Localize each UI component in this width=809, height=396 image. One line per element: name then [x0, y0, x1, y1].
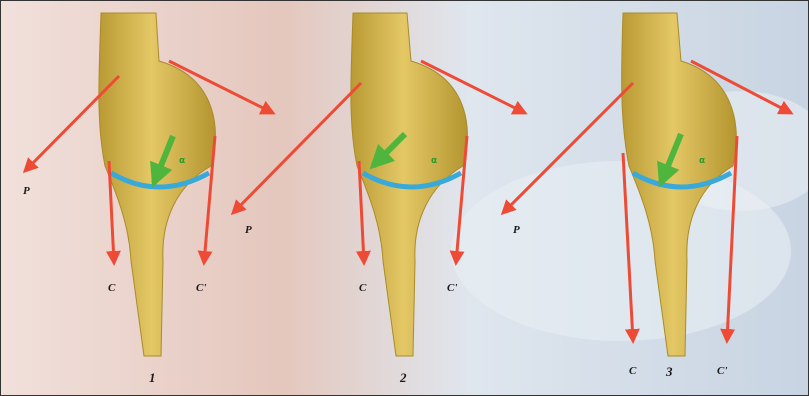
alpha-label: α — [699, 156, 705, 166]
label-c-prime: C' — [447, 282, 457, 294]
label-p: P — [513, 224, 520, 236]
label-c-prime: C' — [196, 282, 206, 294]
label-c: C — [108, 282, 116, 294]
label-p: P — [23, 185, 30, 197]
label-p: P — [245, 224, 252, 236]
label-c: C — [359, 282, 367, 294]
panel-number: 1 — [149, 370, 156, 385]
panel-number: 3 — [665, 364, 673, 379]
label-c-prime: C' — [717, 365, 727, 377]
alpha-label: α — [179, 156, 185, 166]
panel-number: 2 — [399, 370, 407, 385]
label-c: C — [629, 365, 637, 377]
alpha-label: α — [431, 156, 437, 166]
